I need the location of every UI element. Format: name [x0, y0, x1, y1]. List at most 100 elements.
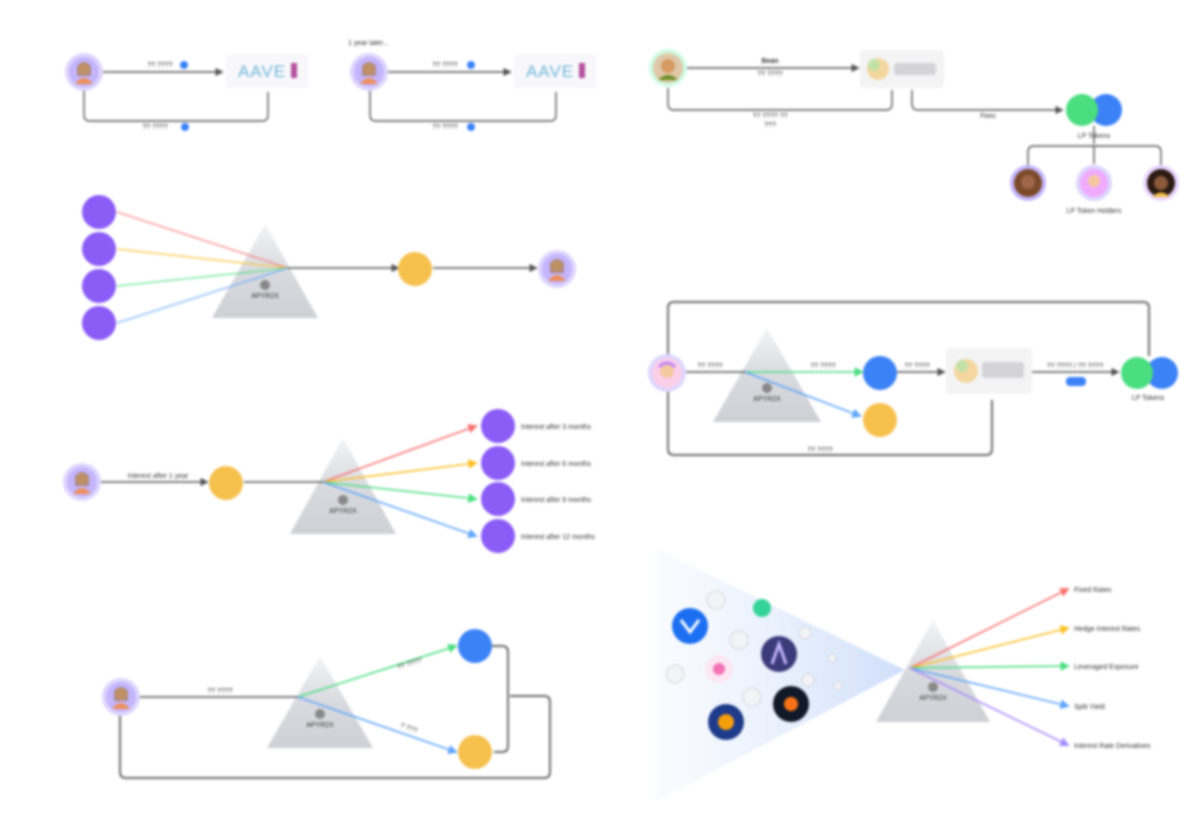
protocol-placeholder-icon [828, 654, 836, 662]
flow-merge: APYR2X [82, 195, 576, 340]
pt-token [82, 269, 116, 303]
use-case-label: Leveraged Exposure [1074, 664, 1139, 671]
use-case-label: Split Yield [1074, 704, 1105, 711]
token-dot [467, 61, 475, 69]
edge-label: ?? ???? [207, 688, 232, 695]
blue-token [458, 629, 492, 663]
token-dot [181, 123, 189, 131]
flow-tokenize: APYR2X ?? ???? ?? ???? ? ??? [102, 629, 550, 778]
aave-logo: AAVE [226, 54, 308, 88]
avatar [648, 354, 686, 392]
avatar [1143, 165, 1179, 201]
svg-text:AAVE: AAVE [526, 62, 574, 81]
use-case-label: Fixed Rates [1074, 587, 1112, 594]
edge-label: ?? ???? [807, 447, 832, 454]
pt-token [82, 306, 116, 340]
caption: 1 year later... [348, 40, 389, 47]
avatar [63, 463, 101, 501]
protocol-placeholder-icon [743, 688, 761, 706]
output-label: Interest after 12 months [521, 534, 595, 541]
prism [267, 656, 373, 748]
svg-text:AAVE: AAVE [238, 62, 286, 81]
protocol-placeholder-icon [707, 591, 725, 609]
protocol-logo-icon [753, 599, 771, 617]
edge-label: ?? ???? [810, 363, 835, 370]
prism-logo-icon [260, 280, 270, 290]
protocol-placeholder-icon [799, 627, 811, 639]
lp-token-pair [1066, 94, 1122, 126]
avatar [1010, 165, 1046, 201]
token-dot [180, 61, 188, 69]
protocol-placeholder-icon [802, 674, 814, 686]
blue-token [863, 356, 897, 390]
flow-use-cases: APYR2X [655, 548, 1151, 802]
lp-label: LP Tokens [1132, 395, 1165, 402]
prism-label: APYR2X [919, 695, 947, 702]
pt-token [82, 232, 116, 266]
token-pill [1066, 377, 1086, 386]
output-label: Interest after 3 months [521, 424, 592, 431]
edge-label: ?? ???? [432, 124, 457, 131]
edge-label: Bean [761, 58, 778, 65]
flow-withdraw-aave: 1 year later... ?? ???? ?? ???? AAVE [348, 40, 596, 131]
avatar [1076, 165, 1112, 201]
avatar [538, 250, 576, 288]
edge-label: ?? ???? [697, 363, 722, 370]
edge-label: ?? ???? [904, 363, 929, 370]
pool-logo [946, 348, 1032, 394]
prism-label: APYR2X [329, 508, 357, 515]
use-case-label: Hedge Interest Rates [1074, 626, 1141, 633]
prism-label: APYR2X [753, 396, 781, 403]
token-dot [467, 123, 475, 131]
edge-label: ?? ???? / ?? ???? [1047, 363, 1104, 370]
edge-label: ?? ???? ?? [752, 113, 787, 120]
yt-token [863, 403, 897, 437]
prism-logo-icon [928, 682, 938, 692]
edge-label: Fees [980, 113, 996, 120]
prism-label: APYR2X [251, 293, 279, 300]
prism-label: APYR2X [306, 722, 334, 729]
flow-liquidity-pool: Bean ?? ???? ?? ???? ?? ??? Fees LP Toke… [649, 49, 1179, 215]
edge-label: ?? ???? [432, 62, 457, 69]
output-label: Interest after 6 months [521, 461, 592, 468]
edge-label: ??? [764, 122, 776, 129]
edge-label: ?? ???? [142, 124, 167, 131]
pt-token [481, 482, 515, 516]
protocol-placeholder-icon [730, 631, 748, 649]
lp-token-pair [1121, 357, 1178, 389]
yt-token [398, 252, 432, 286]
pt-token [481, 519, 515, 553]
prism-logo-icon [315, 709, 325, 719]
pt-token [481, 446, 515, 480]
avatar [350, 53, 388, 91]
prism-logo-icon [338, 495, 348, 505]
flow-yield-split: APYR2X Interest after 1 year Interest af… [63, 409, 595, 553]
protocol-placeholder-icon [666, 665, 684, 683]
edge-label: Interest after 1 year [128, 473, 189, 480]
pt-token [82, 195, 116, 229]
lp-label: LP Tokens [1078, 133, 1111, 140]
edge-label: ?? ???? [757, 71, 782, 78]
flow-deposit-aave: ?? ???? ?? ???? AAVE [65, 53, 308, 131]
light-beam [655, 548, 905, 802]
aave-logo: AAVE [514, 54, 596, 88]
prism-logo-icon [762, 383, 772, 393]
avatar [102, 678, 140, 716]
avatar [649, 49, 687, 87]
protocol-placeholder-icon [834, 682, 842, 690]
avatar [65, 53, 103, 91]
flow-swap: APYR2X ?? ???? ?? ???? ?? ???? ?? ???? /… [648, 302, 1178, 455]
prism [290, 438, 396, 534]
edge-label: ?? ???? [147, 62, 172, 69]
edge-label: ?? ???? [396, 657, 422, 672]
pt-token [481, 409, 515, 443]
yt-token [209, 466, 243, 500]
prism [713, 328, 821, 422]
pool-logo [860, 50, 944, 88]
use-case-label: Interest Rate Derivatives [1074, 743, 1151, 750]
protocol-logo-icon [672, 608, 708, 644]
holders-label: LP Token Holders [1067, 208, 1122, 215]
yt-token [458, 735, 492, 769]
